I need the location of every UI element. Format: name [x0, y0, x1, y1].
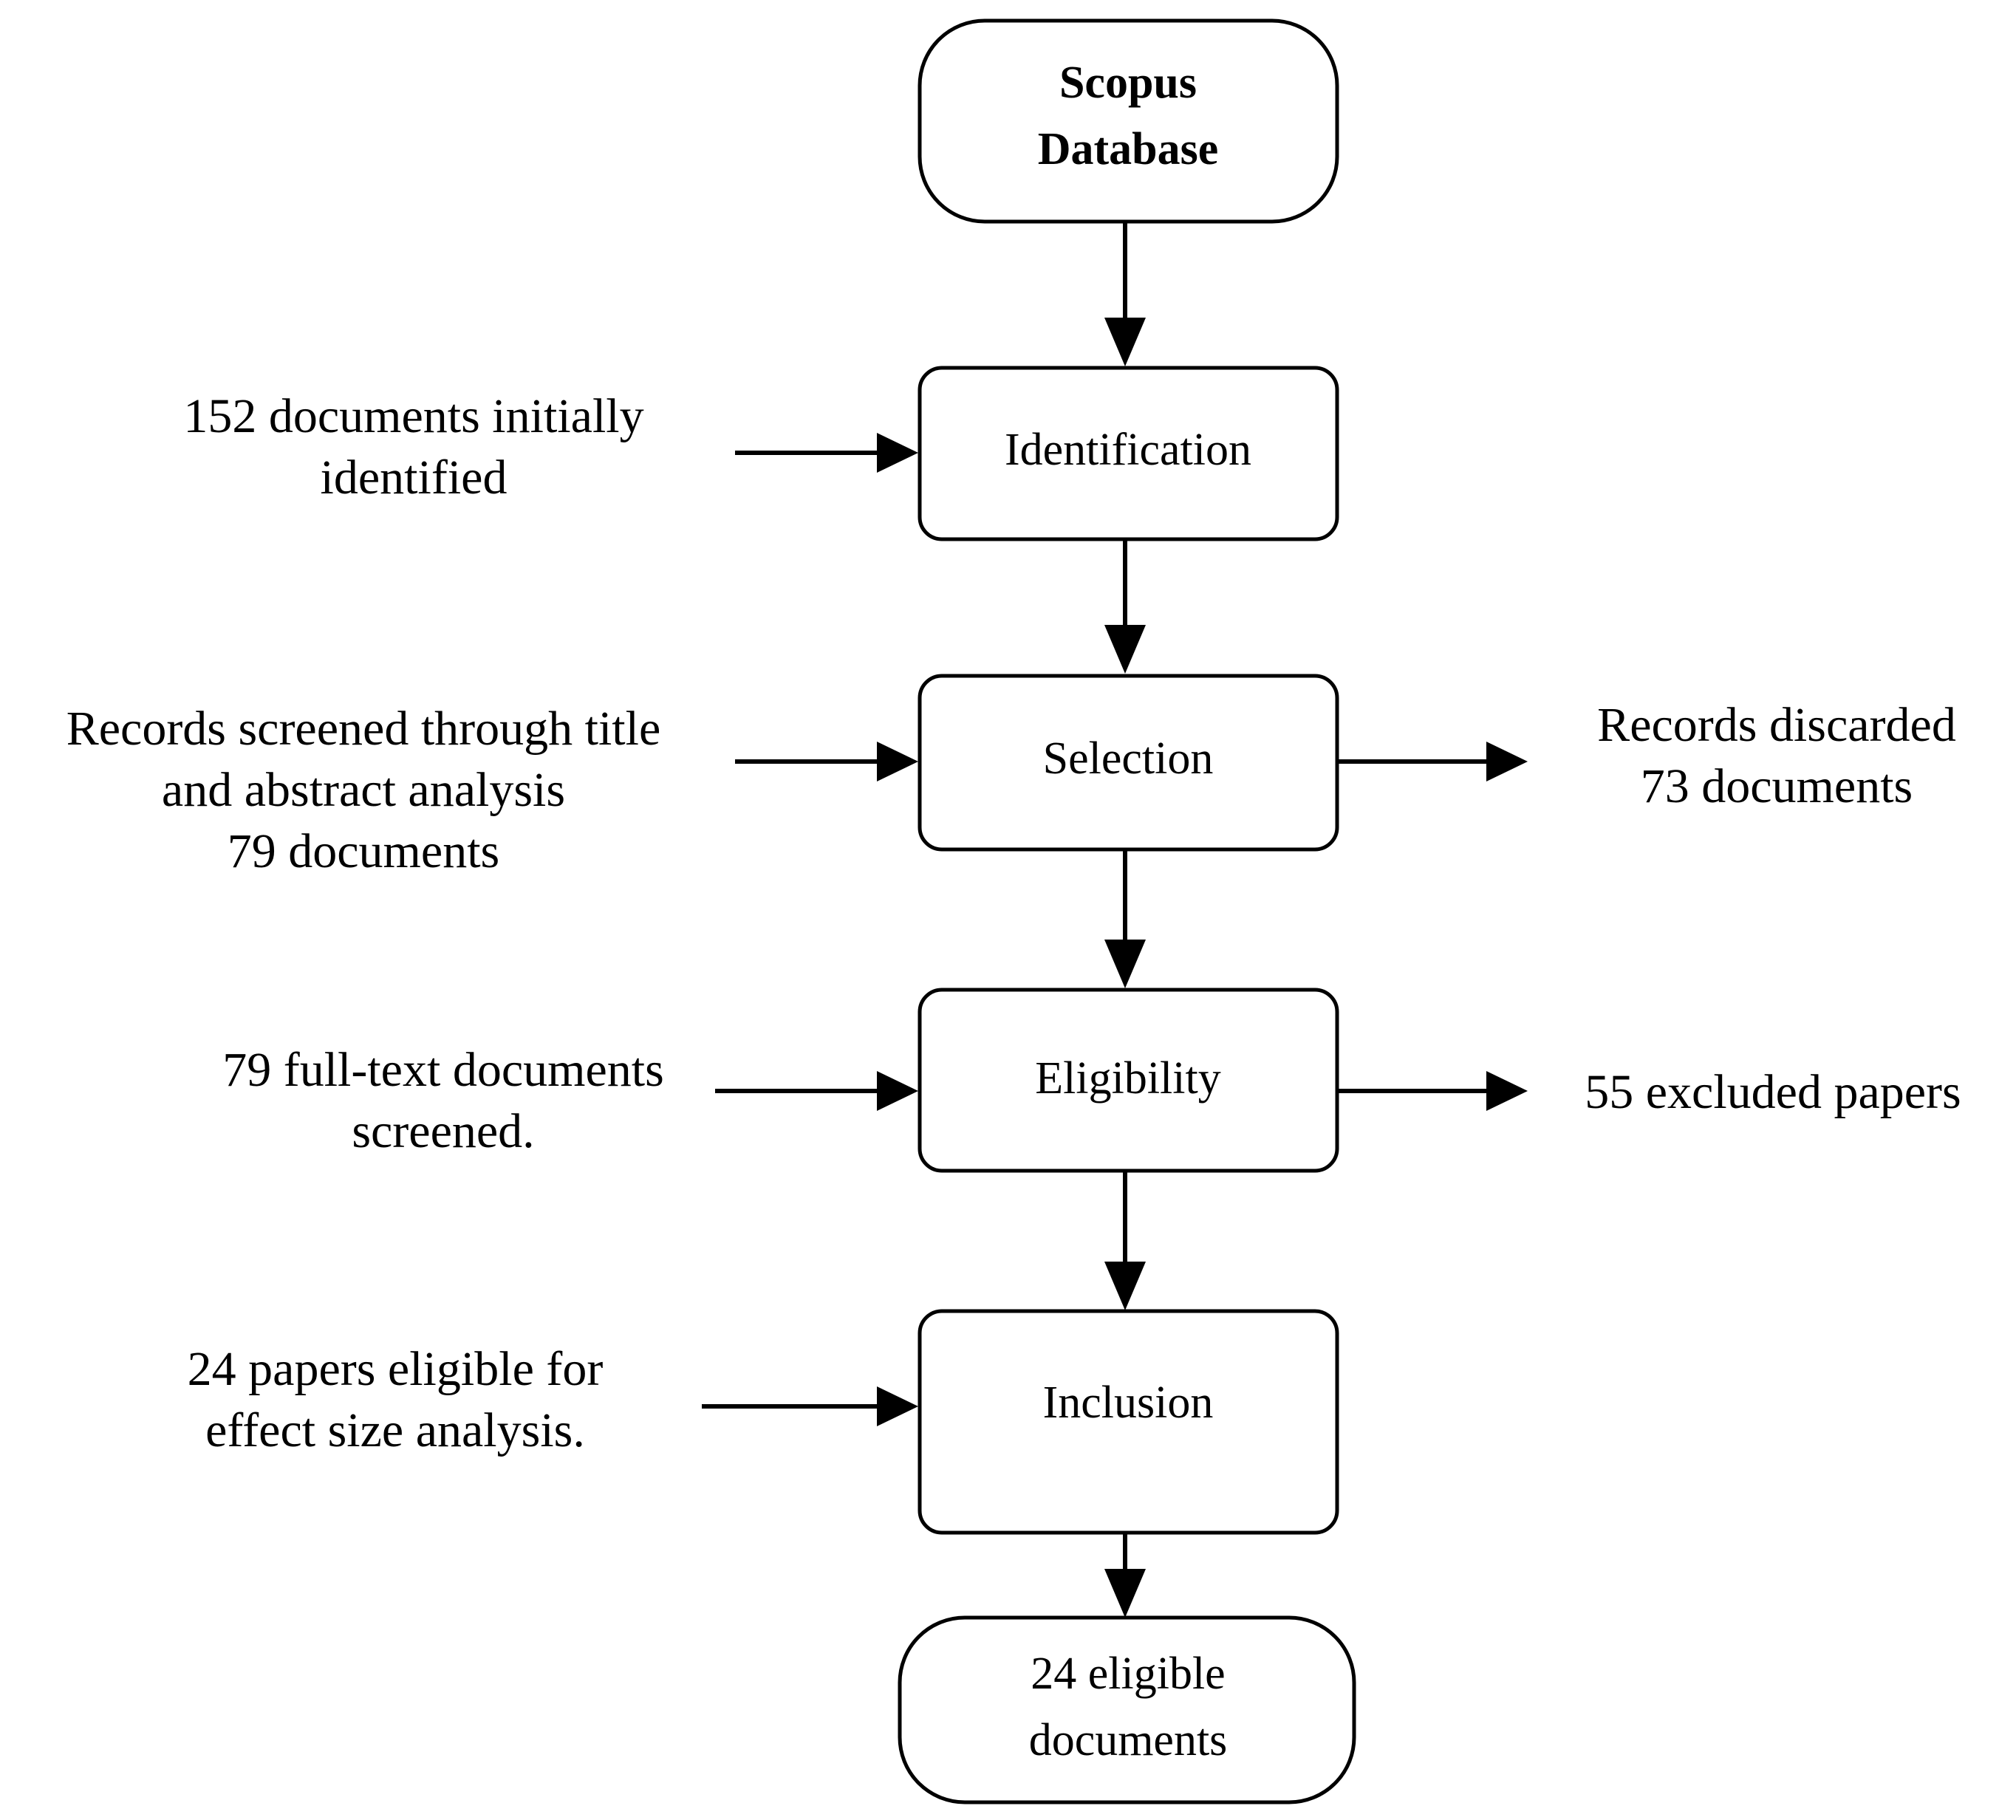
left-label-selection-line1: Records screened through title — [66, 702, 661, 756]
edge-selection-to-discarded — [1336, 742, 1528, 781]
edge-eligibility-to-excluded — [1336, 1071, 1528, 1111]
left-label-identification-line1: 152 documents initially — [183, 389, 643, 443]
node-selection-shape — [918, 674, 1339, 852]
node-result[interactable]: 24 eligible documents — [898, 1615, 1356, 1804]
node-identification-label: Identification — [1005, 425, 1251, 475]
left-label-inclusion-line2: effect size analysis. — [205, 1403, 585, 1457]
node-eligibility-label: Eligibility — [1035, 1053, 1220, 1104]
node-eligibility-shape — [918, 988, 1339, 1173]
right-label-selection-line2: 73 documents — [1641, 759, 1913, 813]
edge-left-to-identification — [735, 433, 918, 473]
node-selection[interactable]: Selection — [918, 674, 1339, 852]
edge-source-to-identification — [1104, 222, 1146, 366]
left-label-inclusion: 24 papers eligible for effect size analy… — [188, 1342, 604, 1457]
node-source-line1: Scopus — [1059, 58, 1197, 108]
node-inclusion[interactable]: Inclusion — [918, 1309, 1339, 1535]
node-selection-label: Selection — [1043, 733, 1214, 784]
edge-inclusion-to-result — [1104, 1533, 1146, 1618]
left-label-eligibility-line2: screened. — [352, 1104, 534, 1158]
edge-left-to-eligibility — [715, 1071, 918, 1111]
edge-eligibility-to-inclusion — [1104, 1171, 1146, 1310]
node-eligibility[interactable]: Eligibility — [918, 988, 1339, 1173]
node-source-shape — [918, 18, 1339, 224]
node-result-shape — [898, 1615, 1356, 1804]
right-label-selection: Records discarded 73 documents — [1597, 698, 1956, 813]
left-label-selection-line3: 79 documents — [228, 824, 499, 878]
edge-identification-to-selection — [1104, 539, 1146, 674]
left-label-selection-line2: and abstract analysis — [162, 763, 565, 817]
left-label-inclusion-line1: 24 papers eligible for — [188, 1342, 604, 1396]
edge-left-to-inclusion — [702, 1386, 918, 1426]
node-result-line2: documents — [1029, 1715, 1228, 1765]
node-result-line1: 24 eligible — [1031, 1649, 1225, 1699]
node-identification[interactable]: Identification — [918, 366, 1339, 541]
left-label-eligibility: 79 full-text documents screened. — [222, 1043, 664, 1158]
left-label-selection: Records screened through title and abstr… — [66, 702, 661, 878]
node-inclusion-label: Inclusion — [1043, 1378, 1214, 1428]
left-label-identification-line2: identified — [321, 451, 508, 504]
right-label-selection-line1: Records discarded — [1597, 698, 1956, 752]
right-label-eligibility: 55 excluded papers — [1585, 1065, 1961, 1119]
node-source-line2: Database — [1038, 124, 1219, 174]
node-identification-shape — [918, 366, 1339, 541]
edge-selection-to-eligibility — [1104, 849, 1146, 988]
node-source[interactable]: Scopus Database — [918, 18, 1339, 224]
right-label-eligibility-line1: 55 excluded papers — [1585, 1065, 1961, 1119]
left-label-identification: 152 documents initially identified — [183, 389, 643, 504]
node-inclusion-shape — [918, 1309, 1339, 1535]
edge-left-to-selection — [735, 742, 918, 781]
left-label-eligibility-line1: 79 full-text documents — [222, 1043, 664, 1097]
